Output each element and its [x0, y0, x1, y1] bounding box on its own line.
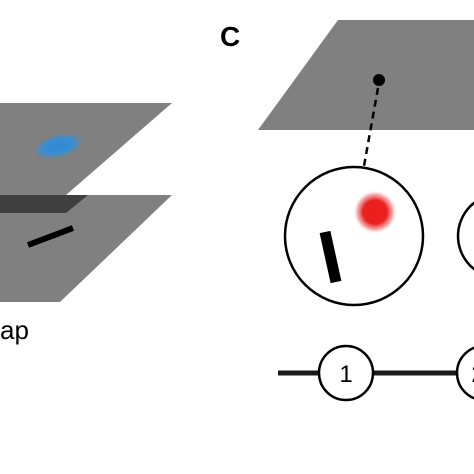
node-2-circle — [455, 346, 474, 400]
blue-blob — [30, 131, 86, 161]
node-1-label: 1 — [339, 361, 352, 388]
circle-black-bar — [319, 230, 342, 284]
sequence-node-2: 2 — [455, 346, 474, 400]
red-blob — [353, 190, 397, 234]
dashed-connector — [362, 87, 380, 167]
receptive-field-circle — [283, 165, 425, 307]
sequence-node-1: 1 — [317, 344, 375, 402]
black-bar — [26, 225, 75, 248]
bottom-plane — [0, 195, 172, 302]
node-1-circle — [317, 344, 375, 402]
panel-c-label: C — [220, 21, 240, 52]
location-point — [373, 74, 385, 86]
panel-b: ap — [0, 103, 172, 345]
second-circle — [456, 201, 474, 271]
plane-shadow — [0, 195, 88, 213]
node-2-label: 2 — [471, 361, 474, 388]
top-plane — [0, 103, 172, 195]
map-label: ap — [0, 315, 29, 345]
panel-c: C 1 2 — [220, 20, 474, 402]
panel-c-plane — [258, 20, 474, 130]
